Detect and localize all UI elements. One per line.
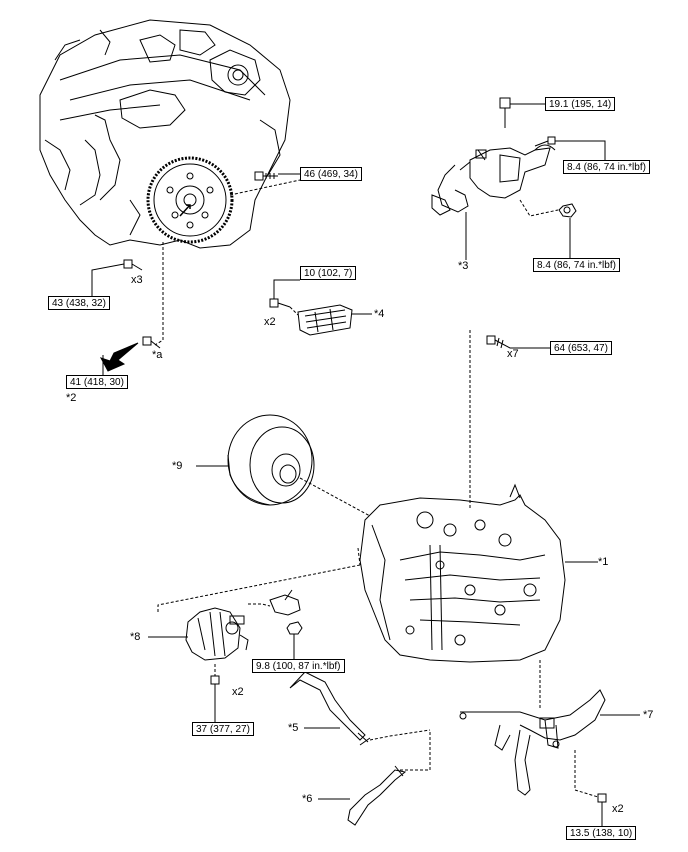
part-9-torque-converter — [227, 414, 315, 506]
part-5-hose — [289, 671, 371, 746]
label-part-4: *4 — [374, 308, 385, 320]
torque-64: 64 (653, 47) — [550, 341, 612, 355]
torque-37: 37 (377, 27) — [192, 722, 254, 736]
part-3-harness — [431, 97, 556, 216]
label-part-2: *2 — [66, 392, 77, 404]
torque-43: 43 (438, 32) — [48, 296, 110, 310]
qty-x3: x3 — [131, 274, 143, 286]
qty-x7: x7 — [507, 348, 519, 360]
qty-x2-pipe: x2 — [612, 803, 624, 815]
qty-x2-bracket: x2 — [264, 316, 276, 328]
label-part-9: *9 — [172, 460, 183, 472]
part-4-bracket — [297, 304, 353, 336]
torque-8-4-bolt: 8.4 (86, 74 in.*lbf) — [563, 160, 650, 174]
torque-46: 46 (469, 34) — [300, 167, 362, 181]
torque-13-5: 13.5 (138, 10) — [566, 826, 637, 840]
engine-assembly — [39, 19, 291, 249]
bolt-13-5 — [597, 793, 607, 812]
label-part-3: *3 — [458, 260, 469, 272]
torque-8-4-nut: 8.4 (86, 74 in.*lbf) — [533, 258, 620, 272]
torque-19-1: 19.1 (195, 14) — [545, 97, 616, 111]
bolt-41 — [142, 336, 161, 349]
torque-9-8: 9.8 (100, 87 in.*lbf) — [252, 659, 345, 673]
label-part-7: *7 — [643, 709, 654, 721]
label-part-1: *1 — [598, 556, 609, 568]
bolt-46 — [254, 171, 278, 181]
part-8-starter — [185, 607, 249, 661]
part-7-pipe — [459, 689, 606, 796]
label-part-5: *5 — [288, 722, 299, 734]
drive-plate — [146, 156, 234, 244]
nut-8-4-b — [558, 203, 577, 218]
sensor-9-8 — [269, 589, 303, 635]
bolt-10 — [269, 298, 291, 308]
part-6-hose — [347, 765, 407, 826]
label-part-8: *8 — [130, 631, 141, 643]
bolt-37 — [210, 675, 220, 700]
part-1-transaxle — [359, 483, 566, 663]
torque-41: 41 (418, 30) — [66, 375, 128, 389]
qty-x2-starter: x2 — [232, 686, 244, 698]
label-note-a: *a — [152, 349, 163, 361]
torque-10: 10 (102, 7) — [300, 266, 357, 280]
label-part-6: *6 — [302, 793, 313, 805]
bolt-64 — [486, 335, 511, 349]
bolt-43 — [123, 259, 143, 271]
